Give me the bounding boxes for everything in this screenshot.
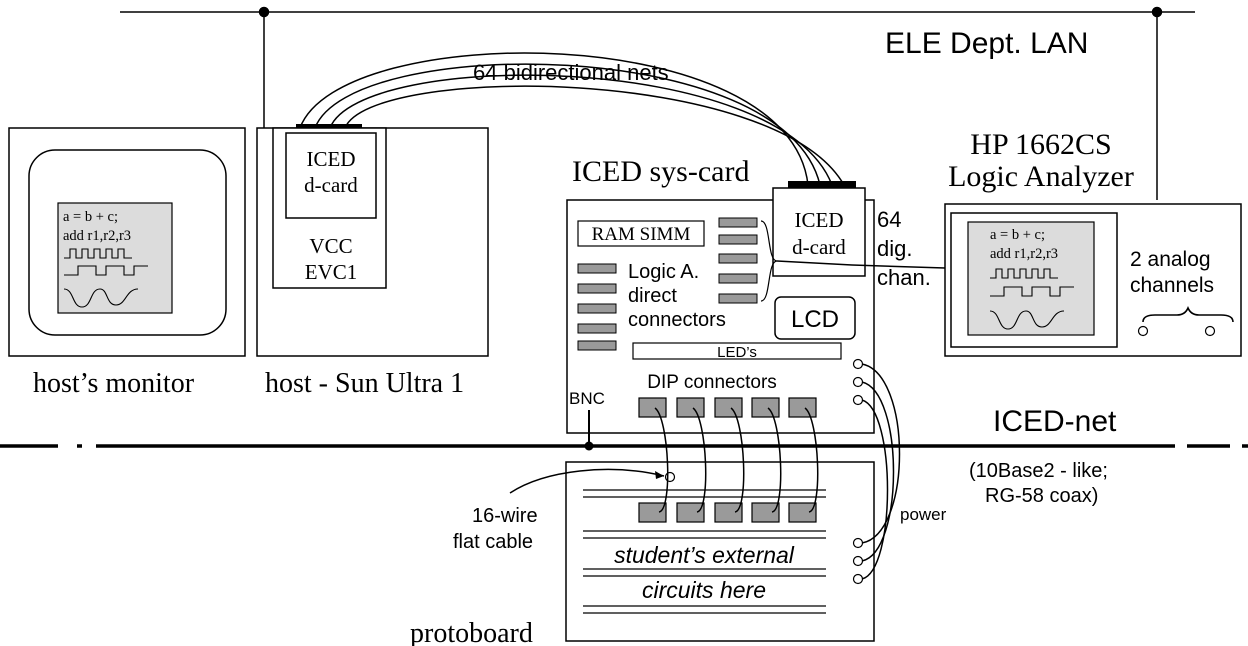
monitor-waveform-clock — [64, 248, 132, 259]
analog-brace — [1142, 305, 1234, 323]
logic-analyzer: a = b + c; add r1,r2,r3 2 analog channel… — [944, 203, 1242, 357]
iced-net-label: ICED-net — [993, 405, 1117, 438]
monitor-code-line1: a = b + c; — [63, 209, 118, 225]
power-terminals-syscard — [852, 358, 864, 406]
iced-net-note-line1: (10Base2 - like; — [969, 460, 1108, 482]
analyzer-waveform-data — [990, 286, 1074, 297]
lan-network — [120, 6, 1195, 200]
analyzer-title-line1: HP 1662CS — [970, 128, 1111, 161]
syscard-dcard-line2: d-card — [792, 235, 846, 259]
syscard-dcard-line1: ICED — [795, 208, 844, 232]
power-label: power — [900, 505, 947, 524]
analog-probe-2 — [1204, 325, 1216, 337]
lcd-label: LCD — [791, 306, 839, 333]
ram-simm-label: RAM SIMM — [592, 224, 691, 245]
flat-cable-label-line2: flat cable — [453, 531, 533, 553]
analog-probe-1 — [1137, 325, 1149, 337]
vcc-line1: VCC — [309, 234, 352, 258]
protoboard-caption: protoboard — [410, 618, 533, 646]
analyzer-code-line1: a = b + c; — [990, 227, 1045, 243]
flat-cable-arrowhead — [655, 471, 664, 479]
analyzer-code-line2: add r1,r2,r3 — [990, 246, 1058, 262]
analyzer-title-line2: Logic Analyzer — [948, 160, 1134, 193]
bnc-label: BNC — [569, 389, 605, 408]
monitor-code-line2: add r1,r2,r3 — [63, 228, 131, 244]
syscard-title: ICED sys-card — [572, 155, 749, 188]
analyzer-waveform-clock — [990, 268, 1058, 279]
host-caption: host - Sun Ultra 1 — [265, 368, 464, 399]
circuit-label-line1: student’s external — [614, 542, 795, 568]
analyzer-waveform-analog — [989, 310, 1065, 330]
channels-line1: 64 — [877, 207, 901, 232]
la-connectors-right — [718, 217, 758, 304]
la-label-line1: Logic A. — [628, 261, 699, 283]
host-dcard — [285, 132, 377, 219]
power-wires — [861, 363, 901, 580]
channels-line2: dig. — [877, 236, 912, 261]
circuit-label-line2: circuits here — [642, 577, 766, 603]
flat-cables — [654, 407, 819, 513]
leds-label: LED’s — [717, 344, 757, 361]
lan-label: ELE Dept. LAN — [885, 27, 1088, 60]
flat-cable-plug — [664, 471, 676, 483]
monitor-waveform-data — [64, 265, 148, 276]
la-connectors-left — [577, 263, 617, 351]
syscard-cable-connector — [788, 181, 856, 190]
host-dcard-line1: ICED — [307, 147, 356, 171]
dip-label: DIP connectors — [647, 372, 777, 393]
cable-label: 64 bidirectional nets — [473, 60, 669, 85]
host-monitor: a = b + c; add r1,r2,r3 — [8, 127, 246, 357]
ram-simm — [577, 220, 705, 247]
lan-node-host — [258, 6, 270, 18]
flat-cable-label-line1: 16-wire — [472, 505, 538, 527]
power-terminals-protoboard — [852, 537, 864, 585]
iced-syscard: RAM SIMM Logic A. direct connectors LCD … — [566, 187, 875, 451]
digital-channels-link — [776, 260, 946, 269]
la-label-line2: direct — [628, 285, 677, 307]
host-workstation: ICED d-card VCC EVC1 — [256, 127, 489, 357]
monitor-waveform-analog — [63, 288, 139, 308]
iced-net-note-line2: RG-58 coax) — [985, 485, 1098, 507]
host-dcard-line2: d-card — [304, 173, 358, 197]
protoboard-body — [565, 461, 875, 642]
lcd — [774, 296, 856, 340]
flat-cable-pointer — [509, 468, 665, 494]
vcc-line2: EVC1 — [305, 260, 358, 284]
analog-label-line2: channels — [1130, 274, 1214, 297]
analog-label-line1: 2 analog — [1130, 248, 1211, 271]
protoboard-dip-sockets — [638, 502, 817, 523]
bidirectional-cable — [299, 52, 845, 186]
la-label-line3: connectors — [628, 309, 726, 331]
lan-node-analyzer — [1151, 6, 1163, 18]
channels-line3: chan. — [877, 265, 931, 290]
dip-connectors — [638, 397, 817, 418]
protoboard: student’s external circuits here — [565, 461, 875, 642]
monitor-caption: host’s monitor — [33, 368, 195, 399]
leds — [632, 342, 842, 360]
